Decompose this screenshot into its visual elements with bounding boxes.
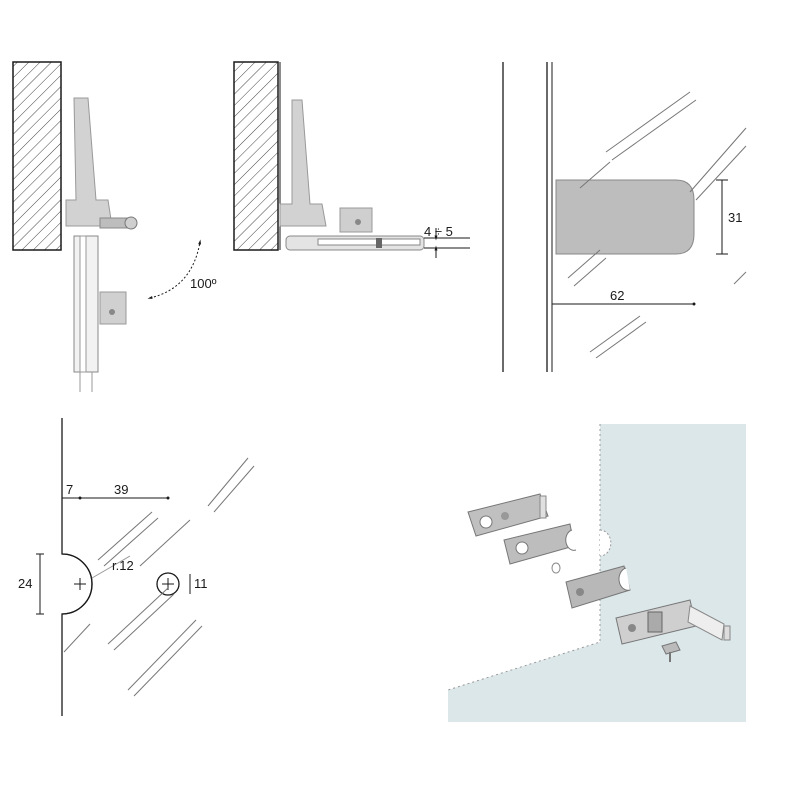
panel-plate-dimensions: 31 62 bbox=[502, 62, 747, 372]
panel-hinge-closed: 4 ÷ 5 bbox=[233, 61, 470, 258]
hole-diameter-label: 11 bbox=[194, 576, 208, 591]
panel-glass-cutout: r.12 7 39 24 11 bbox=[18, 418, 255, 716]
wall-section-2 bbox=[233, 61, 279, 251]
panel-exploded-assembly bbox=[447, 424, 746, 722]
plate-height-label: 31 bbox=[728, 210, 742, 225]
rotation-angle-label: 100º bbox=[190, 276, 217, 291]
hinge-clamp-2 bbox=[339, 207, 373, 233]
hinge-pivot bbox=[124, 216, 138, 230]
radius-label: r.12 bbox=[112, 558, 134, 573]
hinge-clamp-plate bbox=[99, 291, 127, 325]
hole-distance-label: 39 bbox=[114, 482, 128, 497]
notch-cutout bbox=[61, 553, 93, 615]
radius-leader bbox=[91, 555, 131, 579]
hinge-body bbox=[65, 97, 113, 227]
rotation-arc bbox=[147, 239, 202, 299]
middle-plate bbox=[503, 523, 575, 565]
cutout-height-label: 24 bbox=[18, 576, 32, 591]
screw-3d bbox=[661, 641, 681, 655]
glass-reflections-4 bbox=[63, 457, 255, 697]
panel-hinge-open: 100º bbox=[12, 61, 217, 392]
glass-edge bbox=[79, 235, 87, 373]
plate-length-label: 62 bbox=[610, 288, 624, 303]
washer bbox=[551, 562, 561, 574]
wall-bracket-3d bbox=[687, 605, 725, 641]
hinge-body-2 bbox=[279, 99, 327, 227]
gap-label: 4 ÷ 5 bbox=[424, 224, 453, 239]
clamp-screw bbox=[109, 309, 115, 315]
screw-hole bbox=[156, 572, 180, 596]
glass-reflections-3 bbox=[567, 91, 747, 359]
edge-offset-label: 7 bbox=[66, 482, 73, 497]
wall-section bbox=[12, 61, 62, 251]
glass-notch-3d bbox=[599, 529, 612, 557]
hinge-plate-profile bbox=[555, 179, 695, 255]
